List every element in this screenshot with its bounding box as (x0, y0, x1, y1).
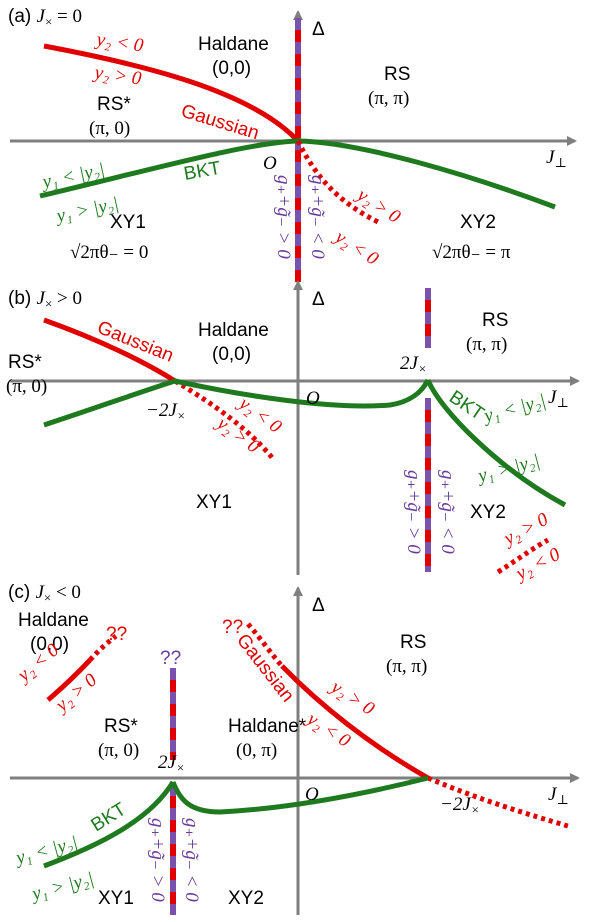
c-y1gt: y₁ > |y₂| (28, 868, 96, 905)
c-g-gt: g₊+g̃₋ > 0 (147, 818, 168, 902)
a-gaussian-line (43, 43, 300, 143)
panel-c: (c) J× < 0 Δ J⊥ O Haldane (0,0) ?? ?? ??… (8, 582, 580, 915)
a-g-gt: g₊+g̃₋ > 0 (273, 175, 294, 259)
b-rs-q: (π, π) (466, 334, 507, 355)
c-rsstar: RS* (104, 716, 138, 737)
c-gaussian-line (280, 664, 430, 781)
a-g-lt: g₊+g̃₋ < 0 (307, 175, 328, 259)
c-right-dotted (427, 775, 569, 829)
b-jperp-label: J⊥ (548, 387, 569, 410)
b-rsstar: RS* (8, 352, 42, 373)
c-rs: RS (400, 632, 426, 653)
b-haldane: Haldane (198, 320, 269, 341)
c-neg2j: −2J× (440, 794, 480, 817)
b-y1lt: y₁ < |y₂| (480, 390, 548, 427)
a-title: (a) J× = 0 (8, 6, 82, 29)
b-haldane-q: (0,0) (212, 344, 251, 365)
c-y2lt0: y₂ < 0 (302, 707, 355, 751)
c-jperp-label: J⊥ (548, 784, 569, 807)
b-g-lt: g₊+g̃₋ < 0 (437, 470, 458, 554)
a-haldane-q: (0,0) (212, 58, 251, 79)
a-rsstar-q: (π, 0) (89, 118, 130, 139)
b-bkt-line-left (43, 378, 431, 428)
c-rs-q: (π, π) (386, 656, 427, 677)
b-bkt-line-right (425, 379, 567, 508)
b-neg2j: −2J× (146, 400, 186, 423)
b-y2lt0-r: y₂ < 0 (511, 544, 564, 586)
a-xy1-cond: √2πθ₋ = 0 (70, 242, 148, 263)
b-xy1: XY1 (196, 492, 232, 513)
a-origin: O (263, 153, 277, 174)
b-origin: O (306, 388, 320, 409)
c-left-red (46, 658, 92, 702)
panel-b: (b) J× > 0 Δ J⊥ O Haldane (0,0) RS (π, π… (6, 280, 580, 586)
a-rsstar: RS* (97, 94, 131, 115)
a-jperp-label: J⊥ (546, 147, 567, 170)
c-bkt-right (170, 775, 429, 815)
a-xy2: XY2 (460, 212, 496, 233)
a-xy1: XY1 (110, 212, 146, 233)
b-gaussian-line (43, 317, 177, 384)
b-g-gt: g₊+g̃₋ > 0 (403, 470, 424, 554)
c-qq-mid: ?? (160, 648, 181, 669)
a-xy2-cond: √2πθ₋ = π (432, 242, 511, 263)
a-haldane: Haldane (198, 34, 269, 55)
c-bkt-left (43, 780, 176, 869)
c-xy2: XY2 (228, 888, 264, 909)
c-origin: O (305, 784, 319, 805)
c-qq-left: ?? (106, 624, 127, 645)
a-rs-q: (π, π) (368, 88, 409, 109)
c-haldane-star-q: (0, π) (236, 740, 277, 761)
c-haldane: Haldane (18, 610, 89, 631)
b-xy2: XY2 (470, 502, 506, 523)
c-qq-right: ?? (222, 617, 243, 638)
c-left-dotted (88, 634, 118, 662)
a-delta-label: Δ (312, 19, 325, 40)
a-y2lt0-dot: y₂ < 0 (330, 225, 383, 269)
c-xy1: XY1 (98, 888, 134, 909)
a-dotted-line (295, 139, 380, 225)
b-rs: RS (482, 310, 508, 331)
b-dotted-line (173, 378, 276, 462)
a-rs: RS (384, 64, 410, 85)
b-y1gt: y₁ > |y₂| (474, 450, 542, 487)
b-rsstar-q: (π, 0) (6, 376, 47, 397)
a-y2lt0: y₂ < 0 (93, 29, 145, 57)
b-delta-label: Δ (312, 289, 325, 310)
c-title: (c) J× < 0 (8, 582, 81, 605)
c-g-lt: g₊+g̃₋ < 0 (181, 818, 202, 902)
c-haldane-star: Haldane* (228, 716, 307, 737)
panel-a: (a) J× = 0 Δ J⊥ O Haldane (0,0) RS (π, π… (8, 6, 577, 285)
b-title: (b) J× > 0 (8, 288, 82, 311)
b-pos2j: 2J× (400, 353, 427, 376)
b-y2gt0-r: y₂ > 0 (499, 509, 552, 551)
c-haldane-q: (0,0) (30, 634, 69, 655)
c-pos2j: 2J× (158, 752, 185, 775)
c-delta-label: Δ (312, 595, 325, 616)
c-rsstar-q: (π, 0) (98, 740, 139, 761)
c-gaussian-dotted (246, 622, 284, 668)
